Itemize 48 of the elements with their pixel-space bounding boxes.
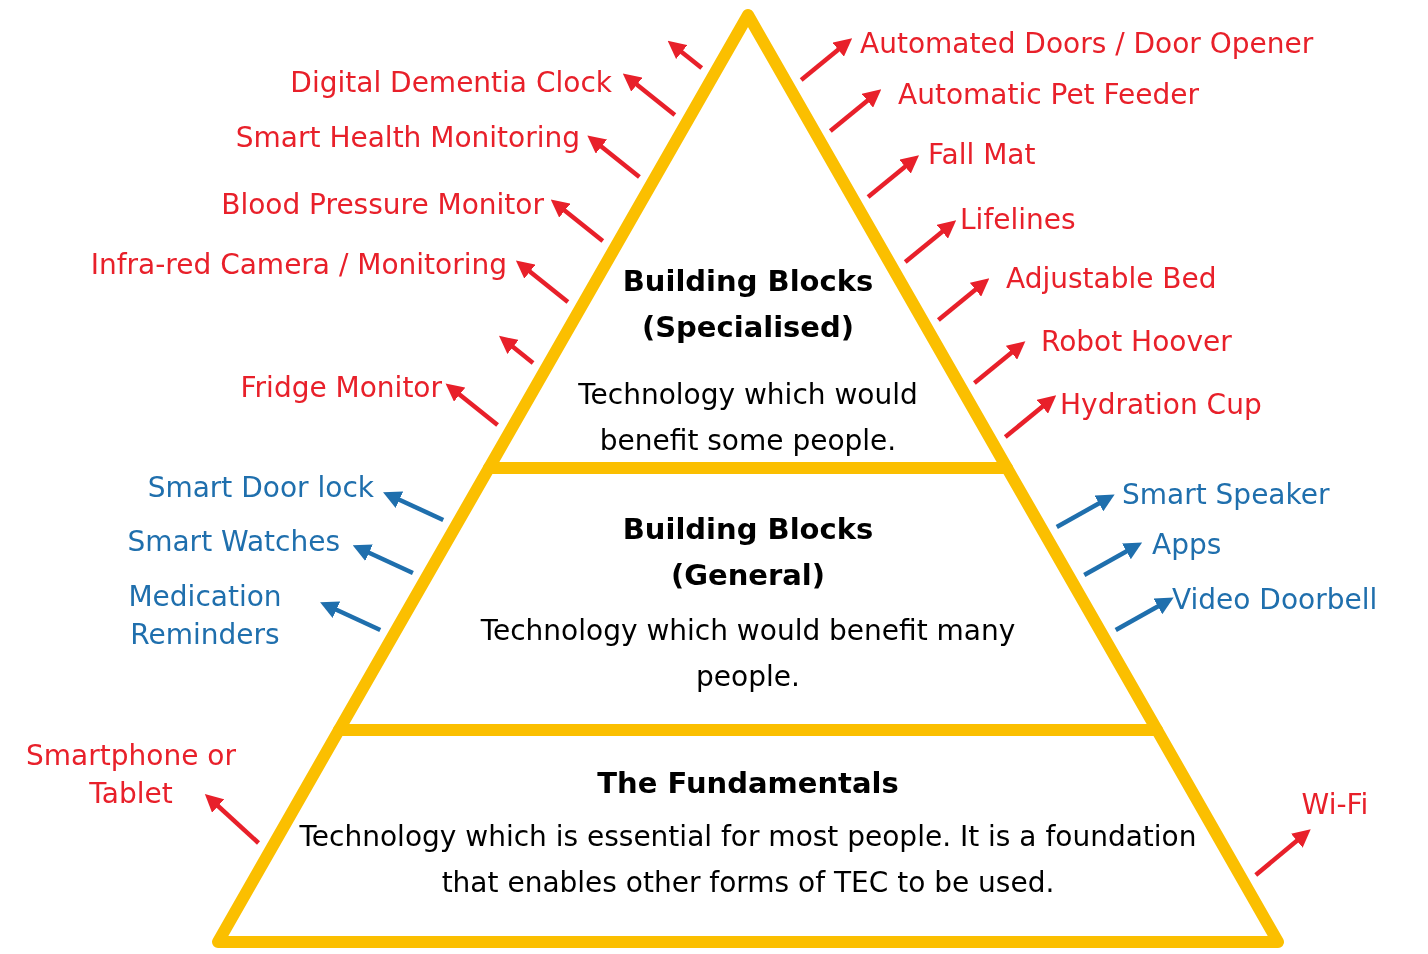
tier-description: Technology which would benefit many people. xyxy=(479,613,1017,695)
callout-label: Lifelines xyxy=(960,201,1160,239)
callout-label: Infra-red Camera / Monitoring xyxy=(0,246,507,284)
callout-label: Wi-Fi xyxy=(1280,786,1390,824)
arrow xyxy=(799,38,853,82)
callout-label: Smart Speaker xyxy=(1122,476,1422,514)
arrow xyxy=(383,491,445,523)
tier-description: Technology which is essential for most people. It is a foundation that enables other forms of TEC to be used. xyxy=(298,819,1198,901)
tier-heading: The Fundamentals xyxy=(596,765,900,802)
callout-label: Fridge Monitor xyxy=(200,369,442,407)
callout-label: Smartphone or Tablet xyxy=(0,737,262,813)
callout-label: Fall Mat xyxy=(928,136,1128,174)
arrow xyxy=(1254,829,1311,877)
arrow xyxy=(1114,597,1174,632)
tier-heading: Building Blocks (Specialised) xyxy=(621,263,875,346)
callout-label: Smart Health Monitoring xyxy=(150,119,580,157)
tier-heading: Building Blocks (General) xyxy=(621,511,875,594)
arrow xyxy=(550,199,605,243)
arrow xyxy=(972,341,1026,385)
arrow xyxy=(1003,395,1057,439)
arrow xyxy=(866,155,919,199)
callout-label: Smart Door lock xyxy=(90,469,374,507)
arrow xyxy=(499,335,535,365)
arrow xyxy=(828,89,882,133)
arrow xyxy=(352,544,414,576)
callout-label: Automated Doors / Door Opener xyxy=(860,25,1420,63)
callout-label: Smart Watches xyxy=(60,523,340,561)
callout-label: Robot Hoover xyxy=(1041,323,1341,361)
arrow xyxy=(1055,494,1115,529)
callout-label: Apps xyxy=(1152,526,1272,564)
arrow xyxy=(204,793,260,845)
arrow xyxy=(622,73,677,117)
callout-label: Digital Dementia Clock xyxy=(212,64,612,102)
arrow xyxy=(667,40,704,70)
callout-label: Blood Pressure Monitor xyxy=(130,186,544,224)
callout-label: Medication Reminders xyxy=(90,578,320,654)
arrow xyxy=(320,601,382,633)
callout-label: Hydration Cup xyxy=(1060,386,1360,424)
arrow xyxy=(936,278,990,322)
tier-description: Technology which would benefit some people. xyxy=(577,377,919,459)
arrow xyxy=(515,260,570,304)
callout-label: Adjustable Bed xyxy=(1006,260,1306,298)
arrow xyxy=(903,220,957,264)
arrow xyxy=(1083,542,1143,577)
arrow xyxy=(587,135,641,179)
arrow xyxy=(445,383,499,427)
callout-label: Video Doorbell xyxy=(1172,581,1428,619)
callout-label: Automatic Pet Feeder xyxy=(898,76,1298,114)
